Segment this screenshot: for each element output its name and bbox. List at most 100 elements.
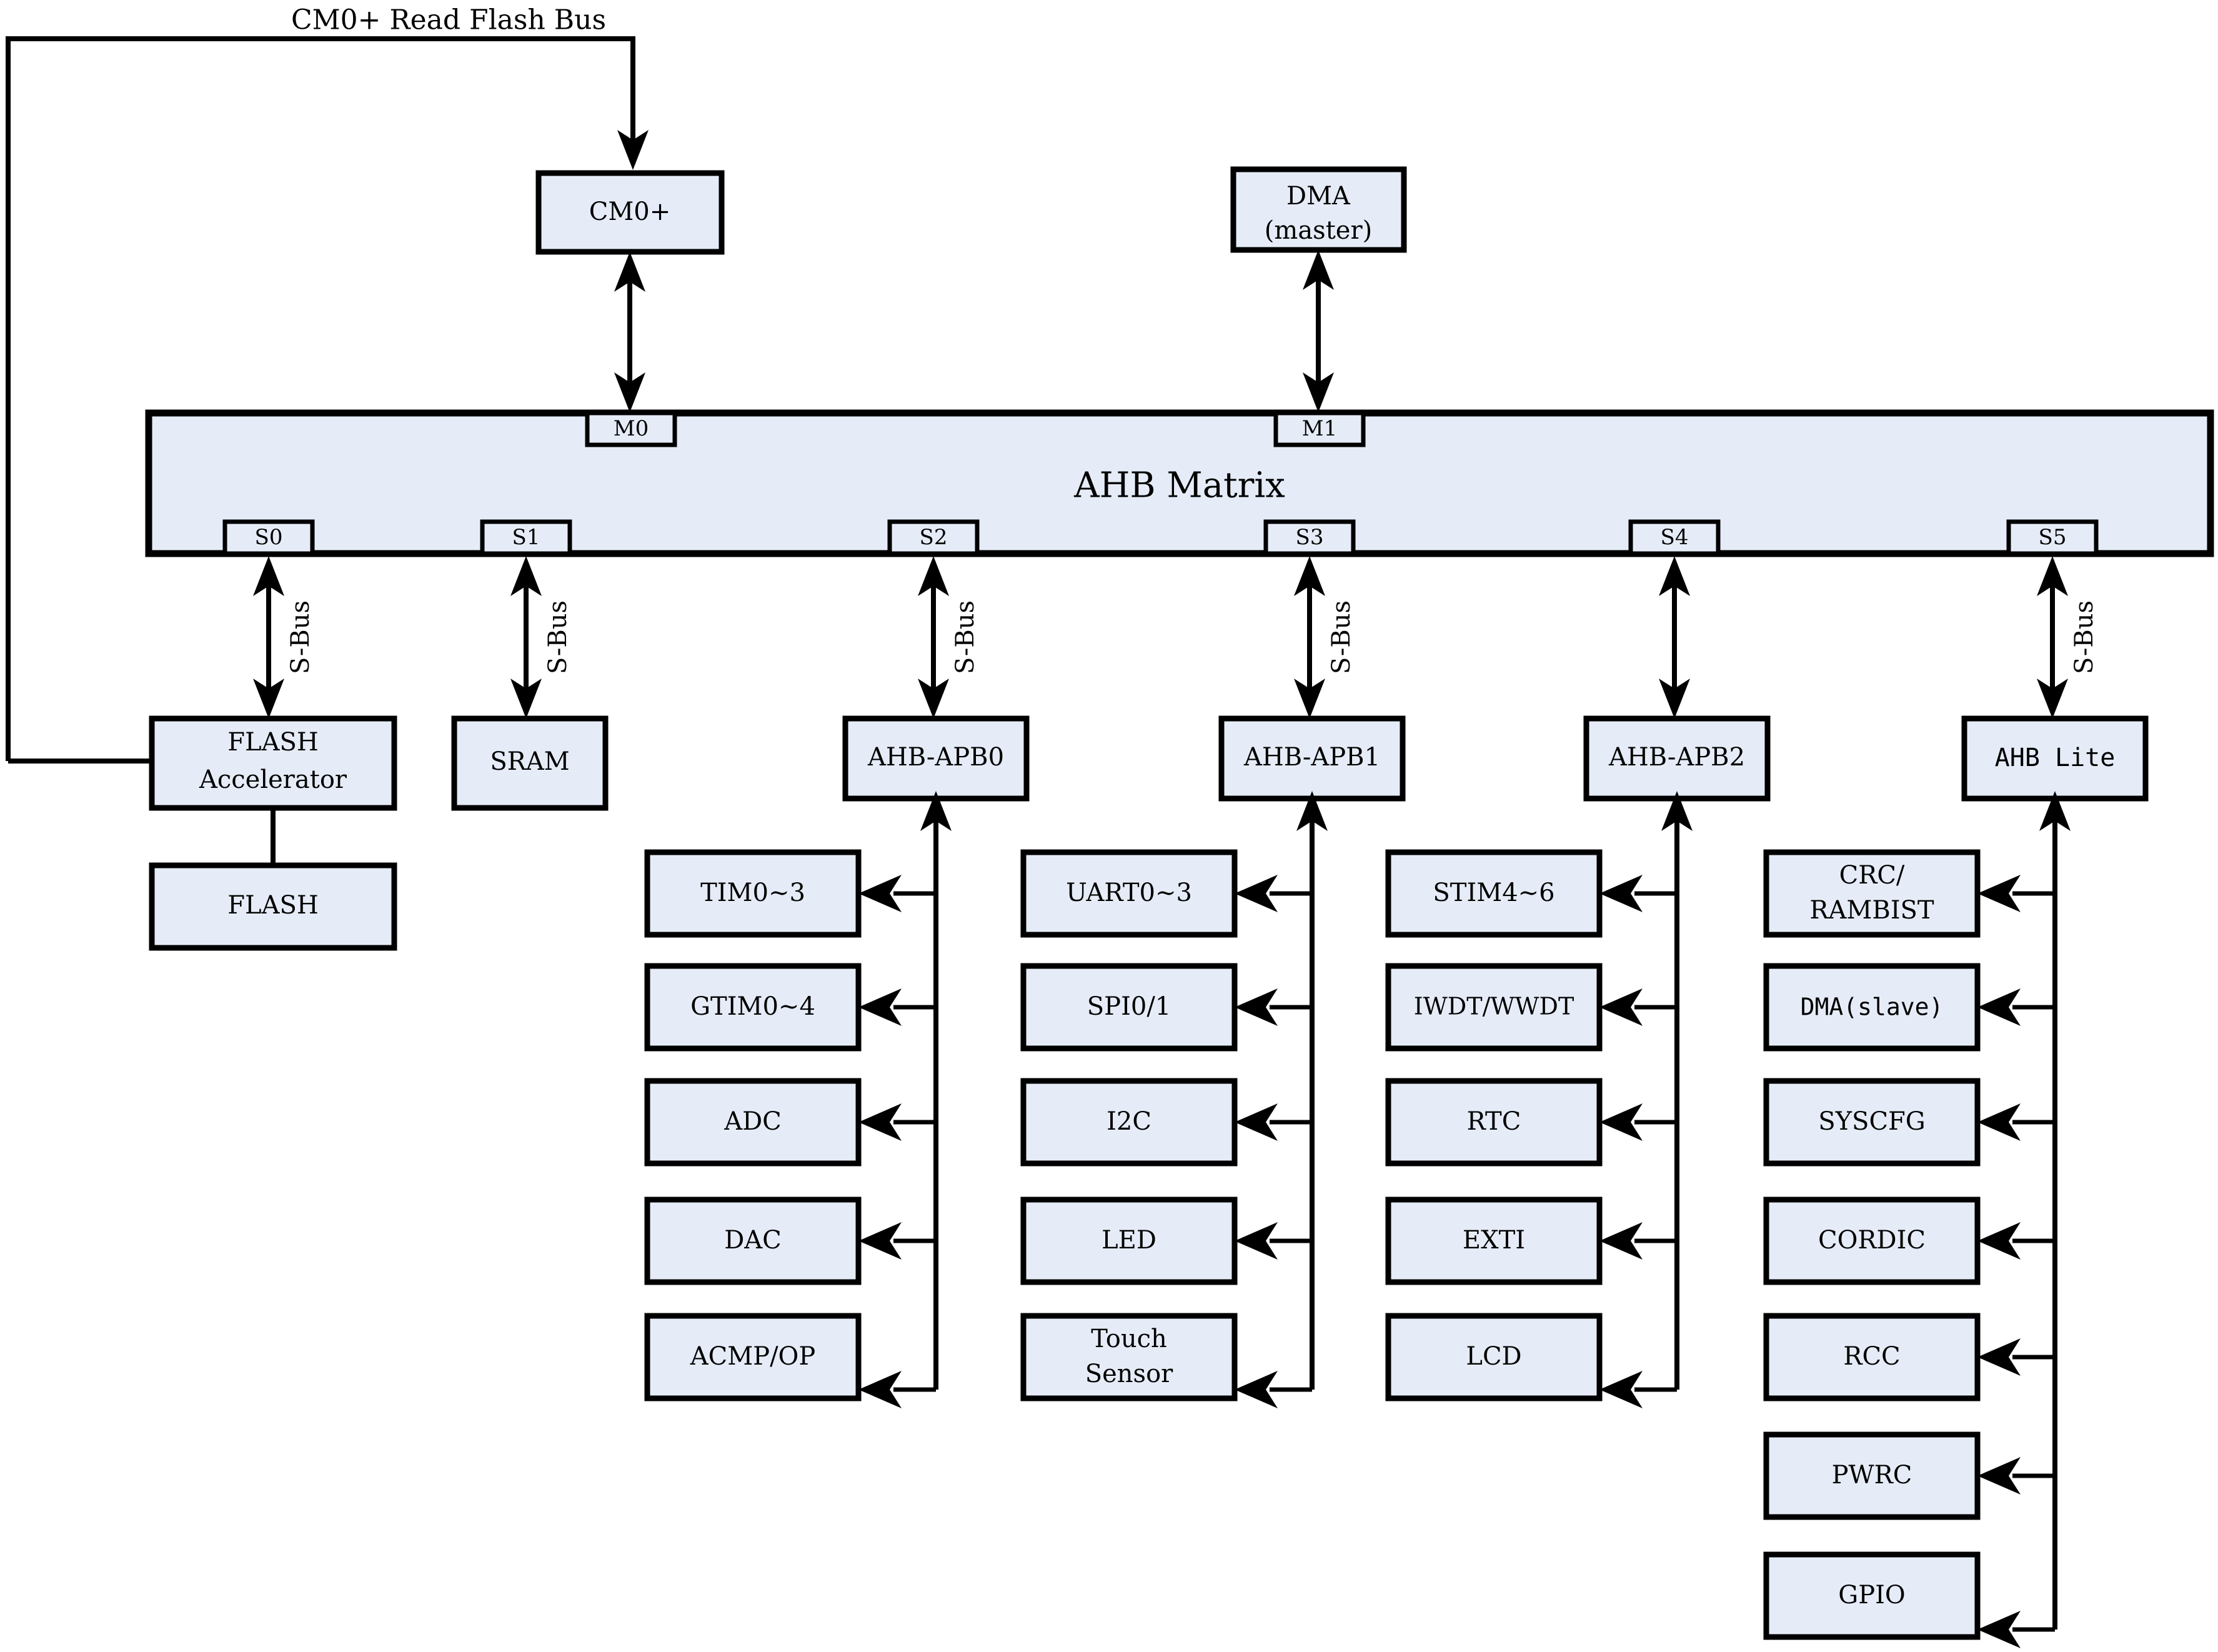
block-ahb-lite-label: AHB Lite	[1995, 744, 2116, 772]
block-crc-rambist-label-line2: RAMBIST	[1809, 896, 1934, 925]
block-gtim0-4[interactable]: GTIM0~4	[644, 963, 862, 1052]
matrix-port-s4-label: S4	[1661, 525, 1689, 550]
block-dma-slave[interactable]: DMA(slave)	[1763, 963, 1981, 1052]
block-crc-rambist[interactable]: CRC/ RAMBIST	[1763, 849, 1981, 938]
block-ahb-lite[interactable]: AHB Lite	[1961, 715, 2149, 802]
block-adc-label: ADC	[724, 1107, 782, 1136]
link-apb0-tim0	[858, 875, 936, 912]
link-ahblite-pwrc	[1977, 1457, 2055, 1495]
ahblite-peripheral-bus	[2039, 791, 2071, 1630]
block-dma-master-label-line2: (master)	[1265, 216, 1372, 245]
link-ahblite-dma	[1977, 988, 2055, 1026]
link-ahblite-rcc	[1977, 1338, 2055, 1376]
link-ahblite-gpio	[1977, 1611, 2055, 1648]
block-ahb-apb1[interactable]: AHB-APB1	[1218, 715, 1406, 802]
matrix-port-s2[interactable]: S2	[887, 519, 980, 556]
link-dma-to-m1	[1303, 250, 1334, 412]
block-lcd[interactable]: LCD	[1385, 1313, 1603, 1401]
block-gpio[interactable]: GPIO	[1763, 1551, 1981, 1640]
sbus-label-s2: S-Bus	[951, 600, 980, 674]
block-sram[interactable]: SRAM	[451, 715, 609, 811]
block-cordic[interactable]: CORDIC	[1763, 1197, 1981, 1285]
matrix-port-s5-label: S5	[2039, 525, 2067, 550]
block-exti[interactable]: EXTI	[1385, 1197, 1603, 1285]
block-dac-label: DAC	[724, 1226, 782, 1255]
block-lcd-label: LCD	[1466, 1342, 1521, 1371]
block-ahb-apb1-label: AHB-APB1	[1243, 743, 1380, 772]
cm0-read-flash-bus-label: CM0+ Read Flash Bus	[291, 4, 606, 36]
block-flash-memory-label: FLASH	[227, 891, 319, 920]
matrix-port-s1-label: S1	[512, 525, 540, 550]
block-dac[interactable]: DAC	[644, 1197, 862, 1285]
block-led[interactable]: LED	[1020, 1197, 1238, 1285]
sbus-label-s5: S-Bus	[2070, 600, 2099, 674]
block-tim0-3[interactable]: TIM0~3	[644, 849, 862, 938]
link-s0-sbus: S-Bus	[253, 556, 315, 719]
link-cm0-to-m0	[614, 252, 645, 412]
matrix-port-m0[interactable]: M0	[585, 411, 677, 447]
block-i2c[interactable]: I2C	[1020, 1078, 1238, 1167]
link-apb0-adc	[858, 1103, 936, 1141]
link-apb0-acmp	[858, 1371, 936, 1408]
link-apb2-stim	[1599, 875, 1677, 912]
matrix-port-s0[interactable]: S0	[222, 519, 315, 556]
link-apb2-lcd	[1599, 1371, 1677, 1408]
block-iwdt-wwdt[interactable]: IWDT/WWDT	[1385, 963, 1603, 1052]
block-ahb-apb2-label: AHB-APB2	[1608, 743, 1745, 772]
apb1-peripheral-bus	[1296, 791, 1328, 1390]
link-apb2-exti	[1599, 1222, 1677, 1260]
matrix-port-s2-label: S2	[920, 525, 948, 550]
block-exti-label: EXTI	[1463, 1226, 1525, 1255]
block-dma-master-label-line1: DMA	[1286, 182, 1351, 211]
ahb-matrix[interactable]: AHB Matrix	[145, 409, 2214, 557]
block-sram-label: SRAM	[490, 747, 569, 776]
matrix-port-s4[interactable]: S4	[1628, 519, 1721, 556]
block-flash-memory[interactable]: FLASH	[149, 862, 397, 951]
block-spi0-1-label: SPI0/1	[1087, 992, 1171, 1021]
block-acmp-op-label: ACMP/OP	[690, 1342, 816, 1371]
block-rcc-label: RCC	[1843, 1342, 1900, 1371]
link-apb2-rtc	[1599, 1103, 1677, 1141]
block-adc[interactable]: ADC	[644, 1078, 862, 1167]
block-pwrc[interactable]: PWRC	[1763, 1431, 1981, 1520]
matrix-port-s5[interactable]: S5	[2006, 519, 2099, 556]
matrix-port-m0-label: M0	[614, 416, 649, 441]
link-s5-sbus: S-Bus	[2037, 556, 2099, 719]
block-dma-master[interactable]: DMA (master)	[1230, 166, 1407, 253]
block-ahb-apb2[interactable]: AHB-APB2	[1583, 715, 1771, 802]
matrix-port-s3[interactable]: S3	[1263, 519, 1356, 556]
block-led-label: LED	[1102, 1226, 1156, 1255]
link-apb1-led	[1235, 1222, 1312, 1260]
block-rtc-label: RTC	[1467, 1107, 1521, 1136]
block-touch-sensor[interactable]: Touch Sensor	[1020, 1313, 1238, 1401]
apb2-peripheral-bus	[1661, 791, 1693, 1390]
block-syscfg[interactable]: SYSCFG	[1763, 1078, 1981, 1167]
block-uart0-3[interactable]: UART0~3	[1020, 849, 1238, 938]
block-rtc[interactable]: RTC	[1385, 1078, 1603, 1167]
link-apb1-i2c	[1235, 1103, 1312, 1141]
link-s2-sbus: S-Bus	[918, 556, 980, 719]
matrix-port-s3-label: S3	[1296, 525, 1324, 550]
block-iwdt-wwdt-label: IWDT/WWDT	[1414, 993, 1574, 1020]
cm0-read-flash-bus-path	[6, 36, 649, 764]
link-s1-sbus: S-Bus	[510, 556, 572, 719]
link-apb1-spi	[1235, 988, 1312, 1026]
block-acmp-op[interactable]: ACMP/OP	[644, 1313, 862, 1401]
block-cm0plus[interactable]: CM0+	[535, 170, 725, 255]
sbus-label-s1: S-Bus	[544, 600, 572, 674]
block-crc-rambist-label-line1: CRC/	[1839, 861, 1905, 890]
sbus-label-s0: S-Bus	[286, 600, 315, 674]
block-rcc[interactable]: RCC	[1763, 1313, 1981, 1401]
matrix-port-m1[interactable]: M1	[1273, 411, 1366, 447]
block-gpio-label: GPIO	[1838, 1581, 1905, 1610]
block-flash-accelerator[interactable]: FLASH Accelerator	[149, 715, 397, 811]
block-spi0-1[interactable]: SPI0/1	[1020, 963, 1238, 1052]
block-touch-sensor-label-line2: Sensor	[1085, 1360, 1173, 1388]
block-flash-accelerator-label-line1: FLASH	[227, 728, 319, 757]
link-s4-sbus	[1659, 556, 1690, 719]
block-i2c-label: I2C	[1107, 1107, 1151, 1136]
matrix-port-s1[interactable]: S1	[480, 519, 572, 556]
arrowhead-down-cm0	[617, 130, 649, 170]
block-ahb-apb0[interactable]: AHB-APB0	[842, 715, 1030, 802]
block-stim4-6[interactable]: STIM4~6	[1385, 849, 1603, 938]
